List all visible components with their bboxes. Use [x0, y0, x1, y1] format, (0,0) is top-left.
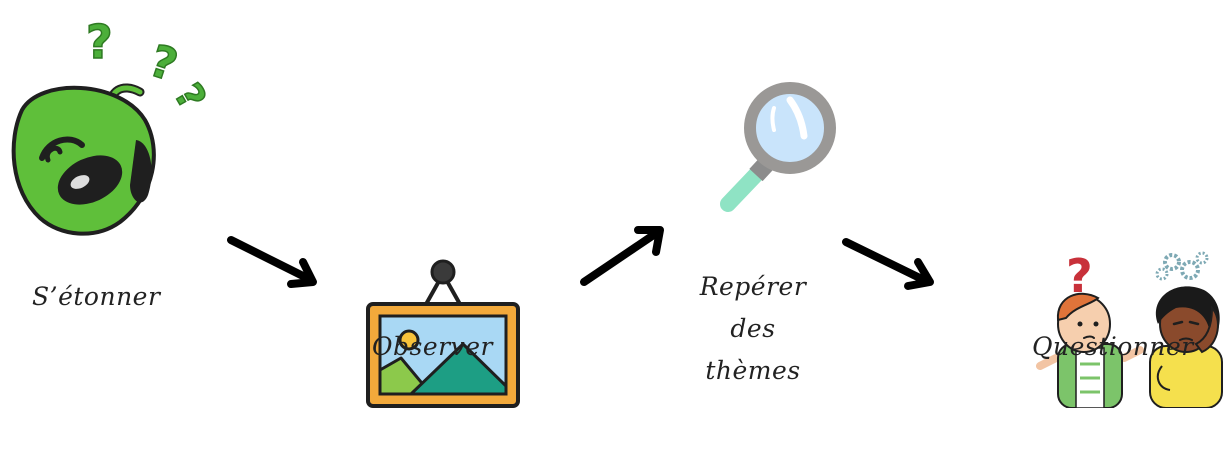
framed-picture-illustration: [365, 258, 521, 410]
magnifying-glass-illustration: [712, 78, 842, 218]
alien-illustration: ? ? ?: [0, 0, 230, 240]
svg-text:?: ?: [86, 15, 113, 69]
arrow-right-down: [225, 232, 325, 292]
step-label-observer: Observer: [372, 332, 493, 361]
step-label-setonner: S’étonner: [32, 282, 161, 311]
svg-text:?: ?: [143, 35, 183, 91]
arrow-right-down: [840, 234, 940, 292]
person-right: [1149, 286, 1223, 409]
step-label-reperer-des-themes: Repérer des thèmes: [688, 266, 818, 392]
svg-text:?: ?: [166, 76, 215, 117]
question-mark-icon: ?: [165, 75, 216, 118]
label-line: thèmes: [705, 356, 801, 385]
person-left: [1036, 292, 1144, 409]
question-mark-icon: ?: [85, 14, 113, 70]
gears-icon: [1155, 251, 1209, 281]
confused-people-illustration: ?: [1036, 248, 1226, 409]
arrow-right-up: [578, 224, 670, 288]
question-mark-icon: ?: [143, 35, 185, 93]
label-line: Repérer: [699, 272, 807, 301]
step-label-questionner: Questionner: [1032, 332, 1194, 361]
label-line: des: [730, 314, 776, 343]
